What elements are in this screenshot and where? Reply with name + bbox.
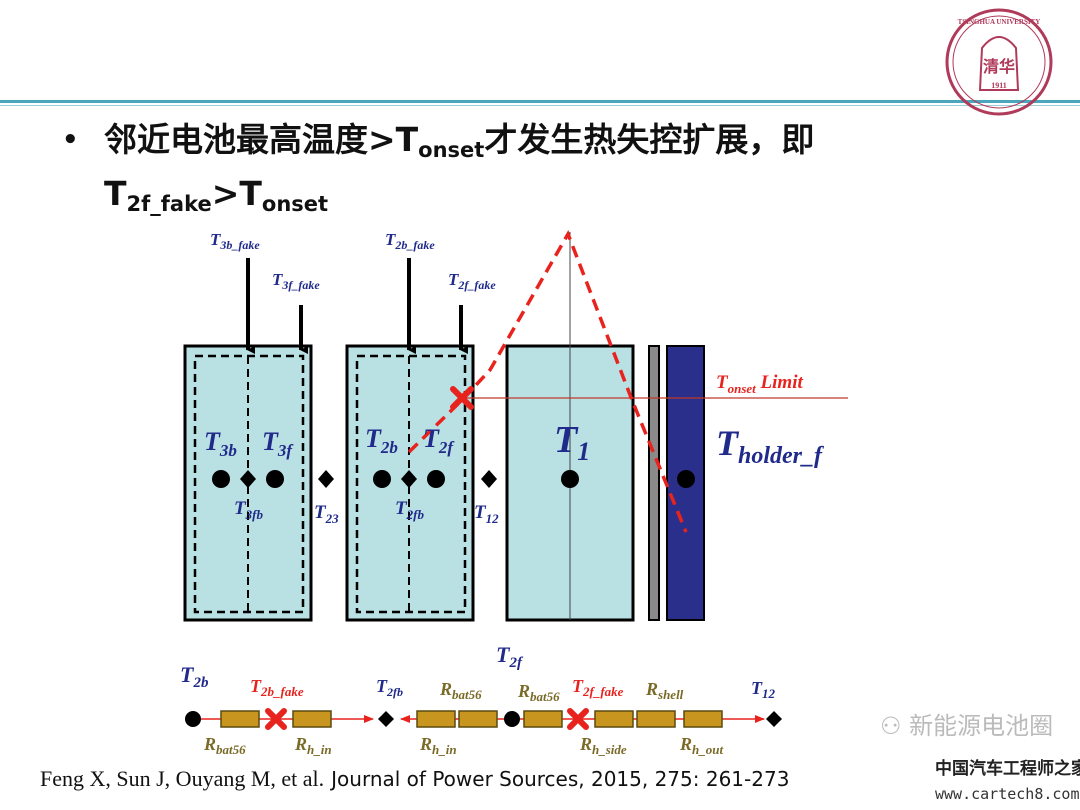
- label-t2f-fake: T2f_fake: [448, 270, 496, 292]
- label-t3f: T3f: [262, 427, 294, 460]
- circuit-label-rh-side: Rh_side: [579, 734, 627, 757]
- citation: Feng X, Sun J, Ouyang M, et al. Journal …: [40, 766, 790, 791]
- nodes: [212, 470, 695, 488]
- bullet-line-2: T2f_fake>Tonset: [104, 174, 329, 216]
- svg-text:清华: 清华: [983, 57, 1015, 76]
- label-t3b-fake: T3b_fake: [210, 230, 260, 252]
- header-rule-thin: [0, 105, 1080, 106]
- label-t2fb: T2fb: [395, 498, 424, 522]
- watermark-account: ⚇ 新能源电池圈: [880, 712, 1054, 740]
- wechat-icon: ⚇: [880, 712, 902, 740]
- label-t23: T23: [314, 502, 339, 526]
- watermark-brand: 中国汽车工程师之家: [935, 759, 1080, 779]
- circuit-label-rshell: Rshell: [645, 679, 684, 702]
- header-rule: [0, 100, 1080, 103]
- circuit-label-t12: T12: [751, 678, 776, 701]
- circuit-label-rbat56-a: Rbat56: [439, 679, 482, 702]
- label-t1: T1: [554, 419, 590, 466]
- circuit-label-t2b: T2b: [180, 662, 209, 691]
- failure-x-icon: [450, 386, 474, 410]
- thermal-circuit: [185, 708, 782, 730]
- circuit-label-rh-in-a: Rh_in: [294, 734, 332, 757]
- label-t3fb: T3fb: [234, 498, 263, 522]
- circuit-label-rbat56-b: Rbat56: [517, 681, 560, 704]
- bullet-dot: •: [62, 125, 79, 155]
- label-t3f-fake: T3f_fake: [272, 270, 320, 292]
- circuit-label-rh-in-b: Rh_in: [419, 734, 457, 757]
- svg-text:TSINGHUA UNIVERSITY: TSINGHUA UNIVERSITY: [958, 18, 1041, 26]
- label-t12: T12: [474, 502, 499, 526]
- circuit-label-t2f: T2f: [496, 642, 524, 671]
- shell-strip: [648, 345, 660, 621]
- circuit-label-t2b-fake: T2b_fake: [250, 676, 304, 699]
- bullet-line-1: 邻近电池最高温度>Tonset才发生热失控扩展，即: [104, 120, 815, 162]
- tsinghua-logo: 清华 1911 TSINGHUA UNIVERSITY: [945, 8, 1053, 116]
- circuit-label-t2f-fake: T2f_fake: [572, 676, 624, 699]
- onset-limit-label: Tonset Limit: [716, 372, 803, 396]
- label-t3b: T3b: [204, 427, 237, 460]
- circuit-label-rbat56-bottom: Rbat56: [203, 734, 246, 757]
- circuit-label-t2fb: T2fb: [376, 676, 403, 699]
- svg-text:1911: 1911: [991, 81, 1007, 90]
- watermark-url: www.cartech8.com: [935, 785, 1080, 803]
- label-t2b-fake: T2b_fake: [385, 230, 435, 252]
- heat-arrows: [246, 258, 468, 354]
- label-t2b: T2b: [365, 424, 398, 457]
- label-t2f: T2f: [423, 424, 455, 457]
- label-t-holder-f: Tholder_f: [716, 423, 824, 469]
- circuit-label-rh-out: Rh_out: [679, 734, 723, 757]
